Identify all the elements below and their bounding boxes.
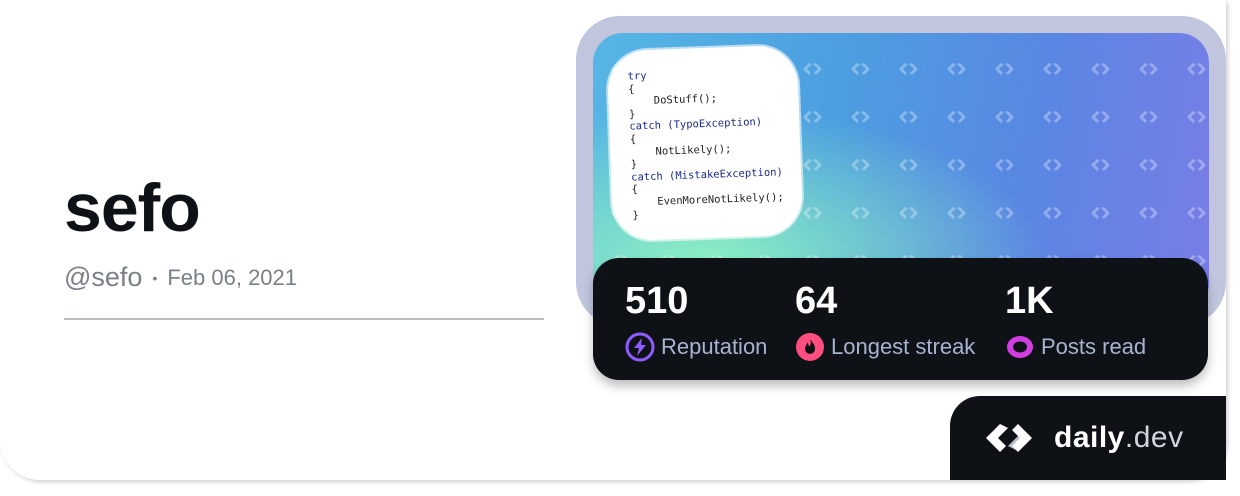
code-line: NotLikely(); xyxy=(630,142,732,159)
code-line: } xyxy=(628,108,636,121)
flame-icon xyxy=(796,333,824,361)
pattern-logo-icon xyxy=(803,63,822,75)
code-line: EvenMoreNotLikely(); xyxy=(631,191,784,209)
pattern-logo-icon xyxy=(899,159,918,171)
code-line: catch (MistakeException) xyxy=(630,166,783,184)
pattern-logo-icon xyxy=(1139,111,1158,123)
pattern-logo-icon xyxy=(1091,207,1110,219)
divider xyxy=(64,318,544,320)
pattern-logo-icon xyxy=(851,63,870,75)
pattern-logo-icon xyxy=(995,63,1014,75)
pattern-logo-icon xyxy=(947,159,966,171)
brand-name: daily xyxy=(1054,421,1125,454)
meta-separator: • xyxy=(152,269,158,286)
stat-streak: 64 Longest streak xyxy=(795,280,975,362)
stat-label: Reputation xyxy=(661,334,768,359)
pattern-logo-icon xyxy=(1187,159,1206,171)
stat-label: Longest streak xyxy=(831,334,976,359)
code-line: try xyxy=(627,70,647,83)
pattern-logo-icon xyxy=(1187,207,1206,219)
pattern-logo-icon xyxy=(1043,207,1062,219)
pattern-logo-icon xyxy=(899,111,918,123)
code-line: DoStuff(); xyxy=(628,92,718,108)
pattern-logo-icon xyxy=(803,207,822,219)
code-line: { xyxy=(631,183,639,196)
pattern-logo-icon xyxy=(995,111,1014,123)
stat-posts-read: 1K Posts read xyxy=(1005,280,1146,362)
pattern-logo-icon xyxy=(1139,63,1158,75)
pattern-logo-icon xyxy=(947,207,966,219)
code-snippet: try { DoStuff(); } catch (TypoException)… xyxy=(627,65,784,221)
code-line: } xyxy=(630,158,638,171)
pattern-logo-icon xyxy=(851,207,870,219)
pattern-logo-icon xyxy=(899,207,918,219)
pattern-logo-icon xyxy=(803,159,822,171)
profile-meta: @sefo • Feb 06, 2021 xyxy=(64,262,297,293)
pattern-logo-icon xyxy=(947,111,966,123)
pattern-logo-icon xyxy=(1091,159,1110,171)
brand-badge: daily.dev xyxy=(950,396,1226,480)
pattern-logo-icon xyxy=(1187,111,1206,123)
pattern-logo-icon xyxy=(1043,159,1062,171)
stat-value: 64 xyxy=(795,280,838,322)
stat-value: 1K xyxy=(1005,280,1054,322)
stat-label: Posts read xyxy=(1041,334,1147,359)
pattern-logo-icon xyxy=(1187,63,1206,75)
brand-wordmark: daily.dev xyxy=(1054,421,1184,455)
avatar-image: try { DoStuff(); } catch (TypoException)… xyxy=(606,44,804,242)
lightning-icon xyxy=(625,332,655,362)
pattern-logo-icon xyxy=(995,159,1014,171)
pattern-logo-icon xyxy=(1139,159,1158,171)
pattern-logo-icon xyxy=(803,111,822,123)
joined-date: Feb 06, 2021 xyxy=(167,264,298,290)
pattern-logo-icon xyxy=(851,159,870,171)
pattern-logo-icon xyxy=(995,207,1014,219)
eye-icon xyxy=(1007,336,1033,358)
code-line: } xyxy=(632,208,640,222)
pattern-logo-icon xyxy=(1043,111,1062,123)
profile-name: sefo xyxy=(64,170,201,246)
pattern-logo-icon xyxy=(1091,111,1110,123)
brand-suffix: .dev xyxy=(1124,421,1184,454)
profile-handle: @sefo xyxy=(64,262,143,292)
stat-reputation: 510 Reputation xyxy=(625,280,767,362)
stats-panel: 510 Reputation 64 Longest streak 1K Post… xyxy=(593,258,1208,380)
pattern-logo-icon xyxy=(851,111,870,123)
code-line: { xyxy=(629,133,637,146)
pattern-logo-icon xyxy=(1043,63,1062,75)
stat-value: 510 xyxy=(625,280,689,322)
pattern-logo-icon xyxy=(1091,63,1110,75)
pattern-logo-icon xyxy=(899,63,918,75)
code-line: { xyxy=(627,83,635,96)
code-line: catch (TypoException) xyxy=(629,116,763,134)
pattern-logo-icon xyxy=(1139,207,1158,219)
pattern-logo-icon xyxy=(947,63,966,75)
daily-dev-logo-icon xyxy=(986,424,1032,452)
